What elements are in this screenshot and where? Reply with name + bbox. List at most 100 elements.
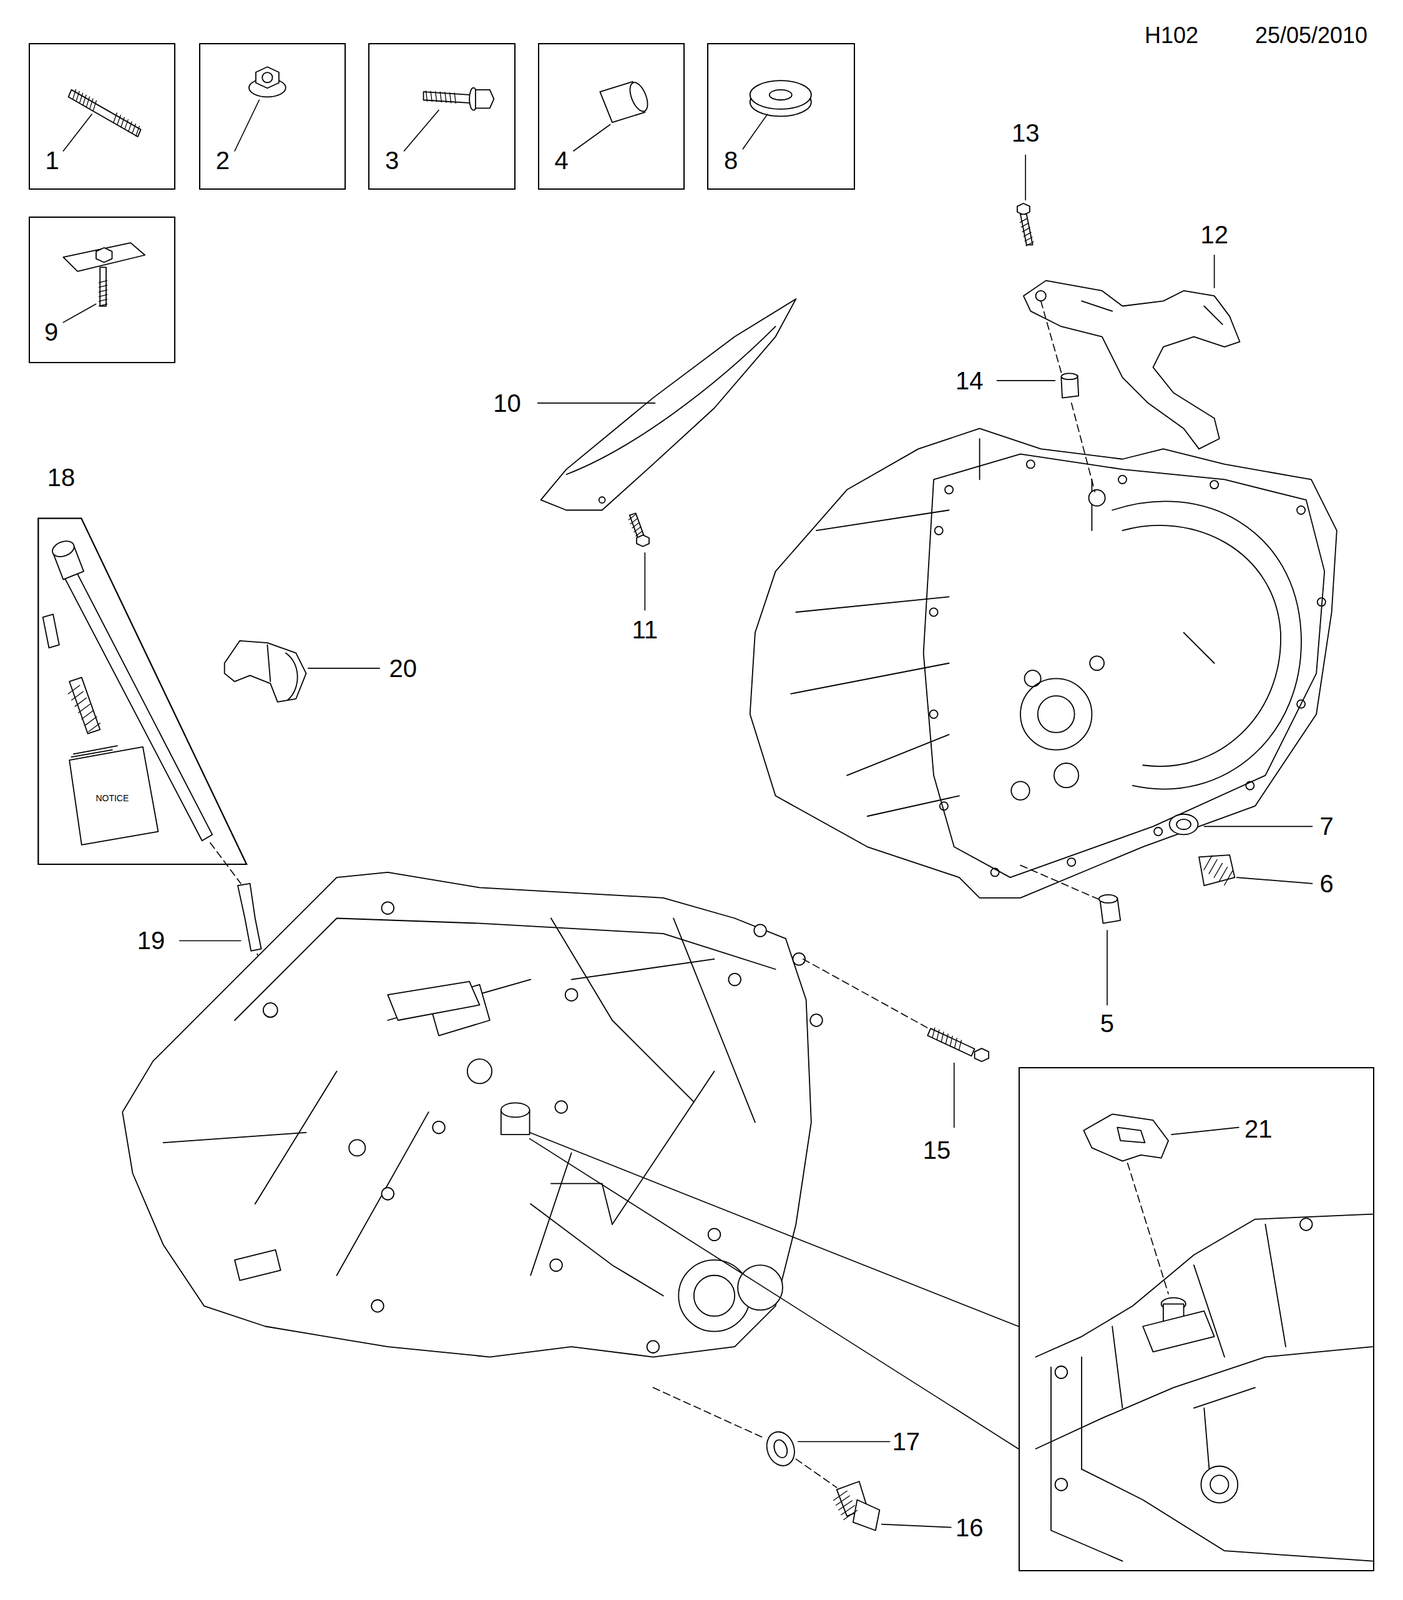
bolt-head	[371, 1300, 384, 1313]
bolt-head	[549, 1259, 563, 1272]
nut-hex	[255, 66, 279, 88]
inset-case	[1051, 1357, 1373, 1562]
part-box: 4	[537, 43, 685, 190]
bolt-head	[647, 1340, 660, 1354]
callout-number: 13	[1011, 120, 1040, 146]
nut-hole	[262, 72, 273, 83]
leader-line	[996, 380, 1055, 382]
inset-case	[1036, 1346, 1374, 1450]
bolt-head	[753, 924, 767, 937]
callout-number: 20	[389, 655, 418, 681]
leader-line	[234, 99, 260, 152]
clip-thread	[99, 280, 108, 307]
detail-inset: 21	[1018, 1067, 1375, 1572]
flange-bolt-hole	[1067, 858, 1076, 867]
leader-line	[1213, 255, 1216, 288]
clip-detail	[267, 644, 298, 700]
flange-bolt-hole	[929, 710, 938, 719]
callout-number: 15	[923, 1137, 952, 1163]
flange-bolt-hole	[1317, 597, 1326, 607]
inset-rib	[1112, 1224, 1286, 1408]
callout-number: 6	[1319, 871, 1334, 897]
case-hole	[348, 1139, 366, 1156]
bolt-head	[636, 534, 650, 547]
bearing-bore	[1037, 695, 1075, 733]
flange-bolt-hole	[1210, 480, 1219, 489]
sleeve-end	[626, 79, 652, 114]
part-box: 1	[28, 43, 176, 190]
bolt-thread	[932, 1027, 962, 1051]
bracket-outline	[38, 518, 248, 866]
case-hole	[381, 901, 394, 915]
housing-rib	[790, 510, 960, 817]
inset-bolt	[1055, 1366, 1068, 1379]
washer-hole	[1176, 819, 1191, 830]
callout-number: 7	[1319, 813, 1334, 839]
dashed-line	[1041, 300, 1062, 372]
dashed-line	[210, 843, 241, 884]
case-hole	[467, 1059, 492, 1084]
washer-hole	[769, 89, 792, 100]
housing-flange	[923, 454, 1325, 879]
bolt-thread	[1019, 218, 1034, 246]
callout-number: 1	[45, 147, 60, 173]
case-hole	[263, 1002, 278, 1018]
inset-bolt	[1300, 1218, 1313, 1231]
flange-bolt-hole	[991, 868, 1000, 877]
leader-line	[1236, 877, 1313, 884]
dowel-end	[1099, 894, 1118, 904]
notice-booklet	[69, 747, 158, 846]
kit-bracket: 18NOTICE	[37, 461, 248, 866]
bolt-shank	[927, 1028, 975, 1056]
side-fitting	[234, 1250, 281, 1281]
shift-tower	[387, 981, 480, 1021]
fitting-thread	[68, 685, 100, 732]
dashed-line	[1127, 1163, 1169, 1294]
bolt-head	[708, 1228, 721, 1242]
plug-head	[853, 1499, 880, 1531]
callout-number: 18	[47, 464, 76, 490]
callout-number: 11	[632, 617, 659, 643]
detail-leader	[529, 1139, 1019, 1450]
small-fitting	[43, 614, 60, 648]
bolt-shank	[629, 513, 645, 538]
leader-line	[1024, 155, 1027, 201]
callout-number: 9	[44, 319, 59, 345]
fitting-end	[50, 538, 77, 560]
leader-line	[537, 402, 656, 404]
flange-bolt-hole	[1296, 506, 1306, 515]
cover-plate	[541, 298, 797, 510]
flange-bolt-hole	[1026, 459, 1035, 469]
callout-number: 19	[137, 928, 166, 954]
dashed-line	[1020, 865, 1101, 900]
leader-line	[308, 667, 380, 670]
flange-bolt-hole	[939, 801, 949, 811]
dashed-line	[803, 959, 929, 1029]
leader-line	[1203, 826, 1312, 828]
cover-hole	[599, 496, 606, 504]
booklet-title: NOTICE	[95, 793, 129, 803]
bracket-outline	[37, 461, 248, 866]
bracket-slot	[1081, 300, 1223, 325]
part-box: 2	[199, 43, 346, 190]
leader-line	[179, 940, 241, 942]
part-box: 9	[28, 216, 176, 364]
booklet-page	[71, 745, 118, 758]
callout-number: 14	[955, 368, 984, 394]
inset-lever	[1142, 1311, 1214, 1352]
bolt-head	[810, 1014, 823, 1027]
plate-hole	[1117, 1127, 1145, 1144]
gearshift-plate	[1083, 1114, 1169, 1161]
bolt-head	[432, 1121, 445, 1135]
release-bracket	[1023, 280, 1241, 450]
leader-line	[742, 114, 768, 150]
output-bore	[694, 1275, 735, 1317]
drain-plug	[1198, 855, 1235, 886]
inset-output	[1210, 1475, 1229, 1494]
dashed-line	[652, 1388, 766, 1440]
bearing-boss	[1020, 678, 1092, 750]
flange-bolt-hole	[944, 485, 954, 494]
bracket-hole	[1036, 290, 1047, 301]
gearbox-rib	[163, 959, 715, 1276]
bolt-head	[728, 973, 741, 987]
